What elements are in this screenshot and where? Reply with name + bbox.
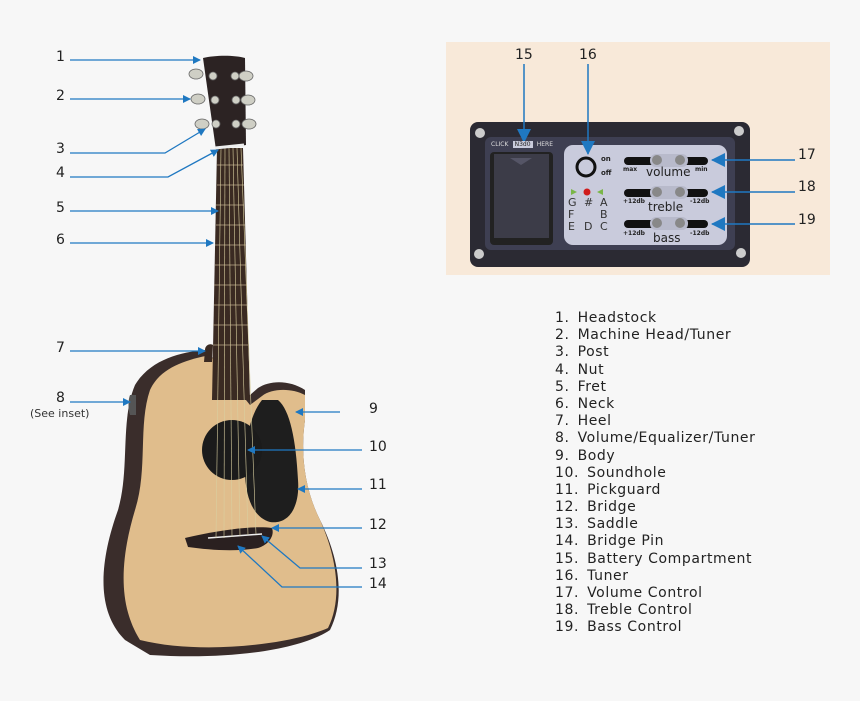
callout-12: 12 [369, 517, 387, 533]
power-on-label: on [601, 155, 611, 163]
legend-item: 2.Machine Head/Tuner [555, 327, 732, 344]
heel [204, 344, 213, 362]
flat-led-icon [571, 189, 577, 195]
legend-item: 18.Treble Control [555, 602, 693, 619]
callout-15: 15 [515, 47, 533, 63]
bass-minus-label: -12db [690, 230, 710, 237]
machine-heads [188, 68, 257, 130]
legend-item: 17.Volume Control [555, 585, 703, 601]
callout-4: 4 [56, 165, 65, 181]
callout-7: 7 [56, 340, 65, 356]
legend-item: 1.Headstock [555, 310, 657, 326]
legend-item: 14.Bridge Pin [555, 533, 665, 550]
headstock [203, 55, 246, 150]
callout-8: 8 [56, 390, 65, 406]
callout-6: 6 [56, 232, 65, 248]
callout-2: 2 [56, 88, 65, 104]
treble-plus-label: +12db [623, 198, 645, 205]
legend-item: 3.Post [555, 344, 610, 361]
pickguard [245, 400, 299, 523]
strings [215, 147, 257, 539]
callout-1: 1 [56, 49, 65, 65]
callout-3: 3 [56, 141, 65, 157]
treble-minus-label: -12db [690, 198, 710, 205]
preamp-side [128, 395, 136, 415]
bass-label: bass [653, 231, 681, 245]
legend-item: 8.Volume/Equalizer/Tuner [555, 430, 756, 447]
legend-item: 5.Fret [555, 378, 607, 395]
legend-item: 11.Pickguard [555, 481, 662, 498]
power-off-label: off [601, 169, 612, 177]
callout-5: 5 [56, 200, 65, 216]
treble-label: treble [648, 200, 684, 214]
callout-14: 14 [369, 576, 387, 592]
battery-label: CLICK N3d0 HERE [491, 141, 553, 148]
callout-10: 10 [369, 439, 387, 455]
screw-icons [474, 126, 746, 259]
sliders[interactable] [624, 154, 708, 230]
callout-17: 17 [798, 147, 816, 163]
in-tune-led-icon [583, 188, 591, 196]
volume-label: volume [646, 165, 691, 179]
legend-item: 9.Body [555, 447, 616, 464]
callout-11: 11 [369, 477, 387, 493]
bass-plus-label: +12db [623, 230, 645, 237]
sharp-led-icon [597, 189, 603, 195]
legend-item: 15.Battery Compartment [555, 550, 753, 567]
volume-min-label: min [695, 166, 708, 173]
see-inset-note: (See inset) [30, 407, 90, 420]
legend-item: 12.Bridge [555, 499, 637, 516]
callout-16: 16 [579, 47, 597, 63]
parts-legend: 1.Headstock 2.Machine Head/Tuner 3.Post … [555, 310, 756, 637]
legend-item: 4.Nut [555, 361, 605, 378]
bridge [185, 527, 273, 551]
legend-item: 6.Neck [555, 395, 615, 412]
callout-18: 18 [798, 179, 816, 195]
volume-max-label: max [623, 166, 638, 173]
callout-19: 19 [798, 212, 816, 228]
tuner-button[interactable] [575, 156, 597, 178]
callout-13: 13 [369, 556, 387, 572]
callout-arrows [70, 56, 362, 588]
guitar-body [103, 350, 339, 657]
neck [212, 148, 250, 400]
legend-item: 7.Heel [555, 413, 612, 430]
callout-9: 9 [369, 401, 378, 417]
saddle [207, 533, 263, 539]
legend-item: 13.Saddle [555, 516, 639, 533]
legend-item: 19.Bass Control [555, 619, 683, 636]
legend-item: 16.Tuner [555, 567, 629, 584]
legend-item: 10.Soundhole [555, 464, 667, 481]
nut [214, 143, 245, 150]
